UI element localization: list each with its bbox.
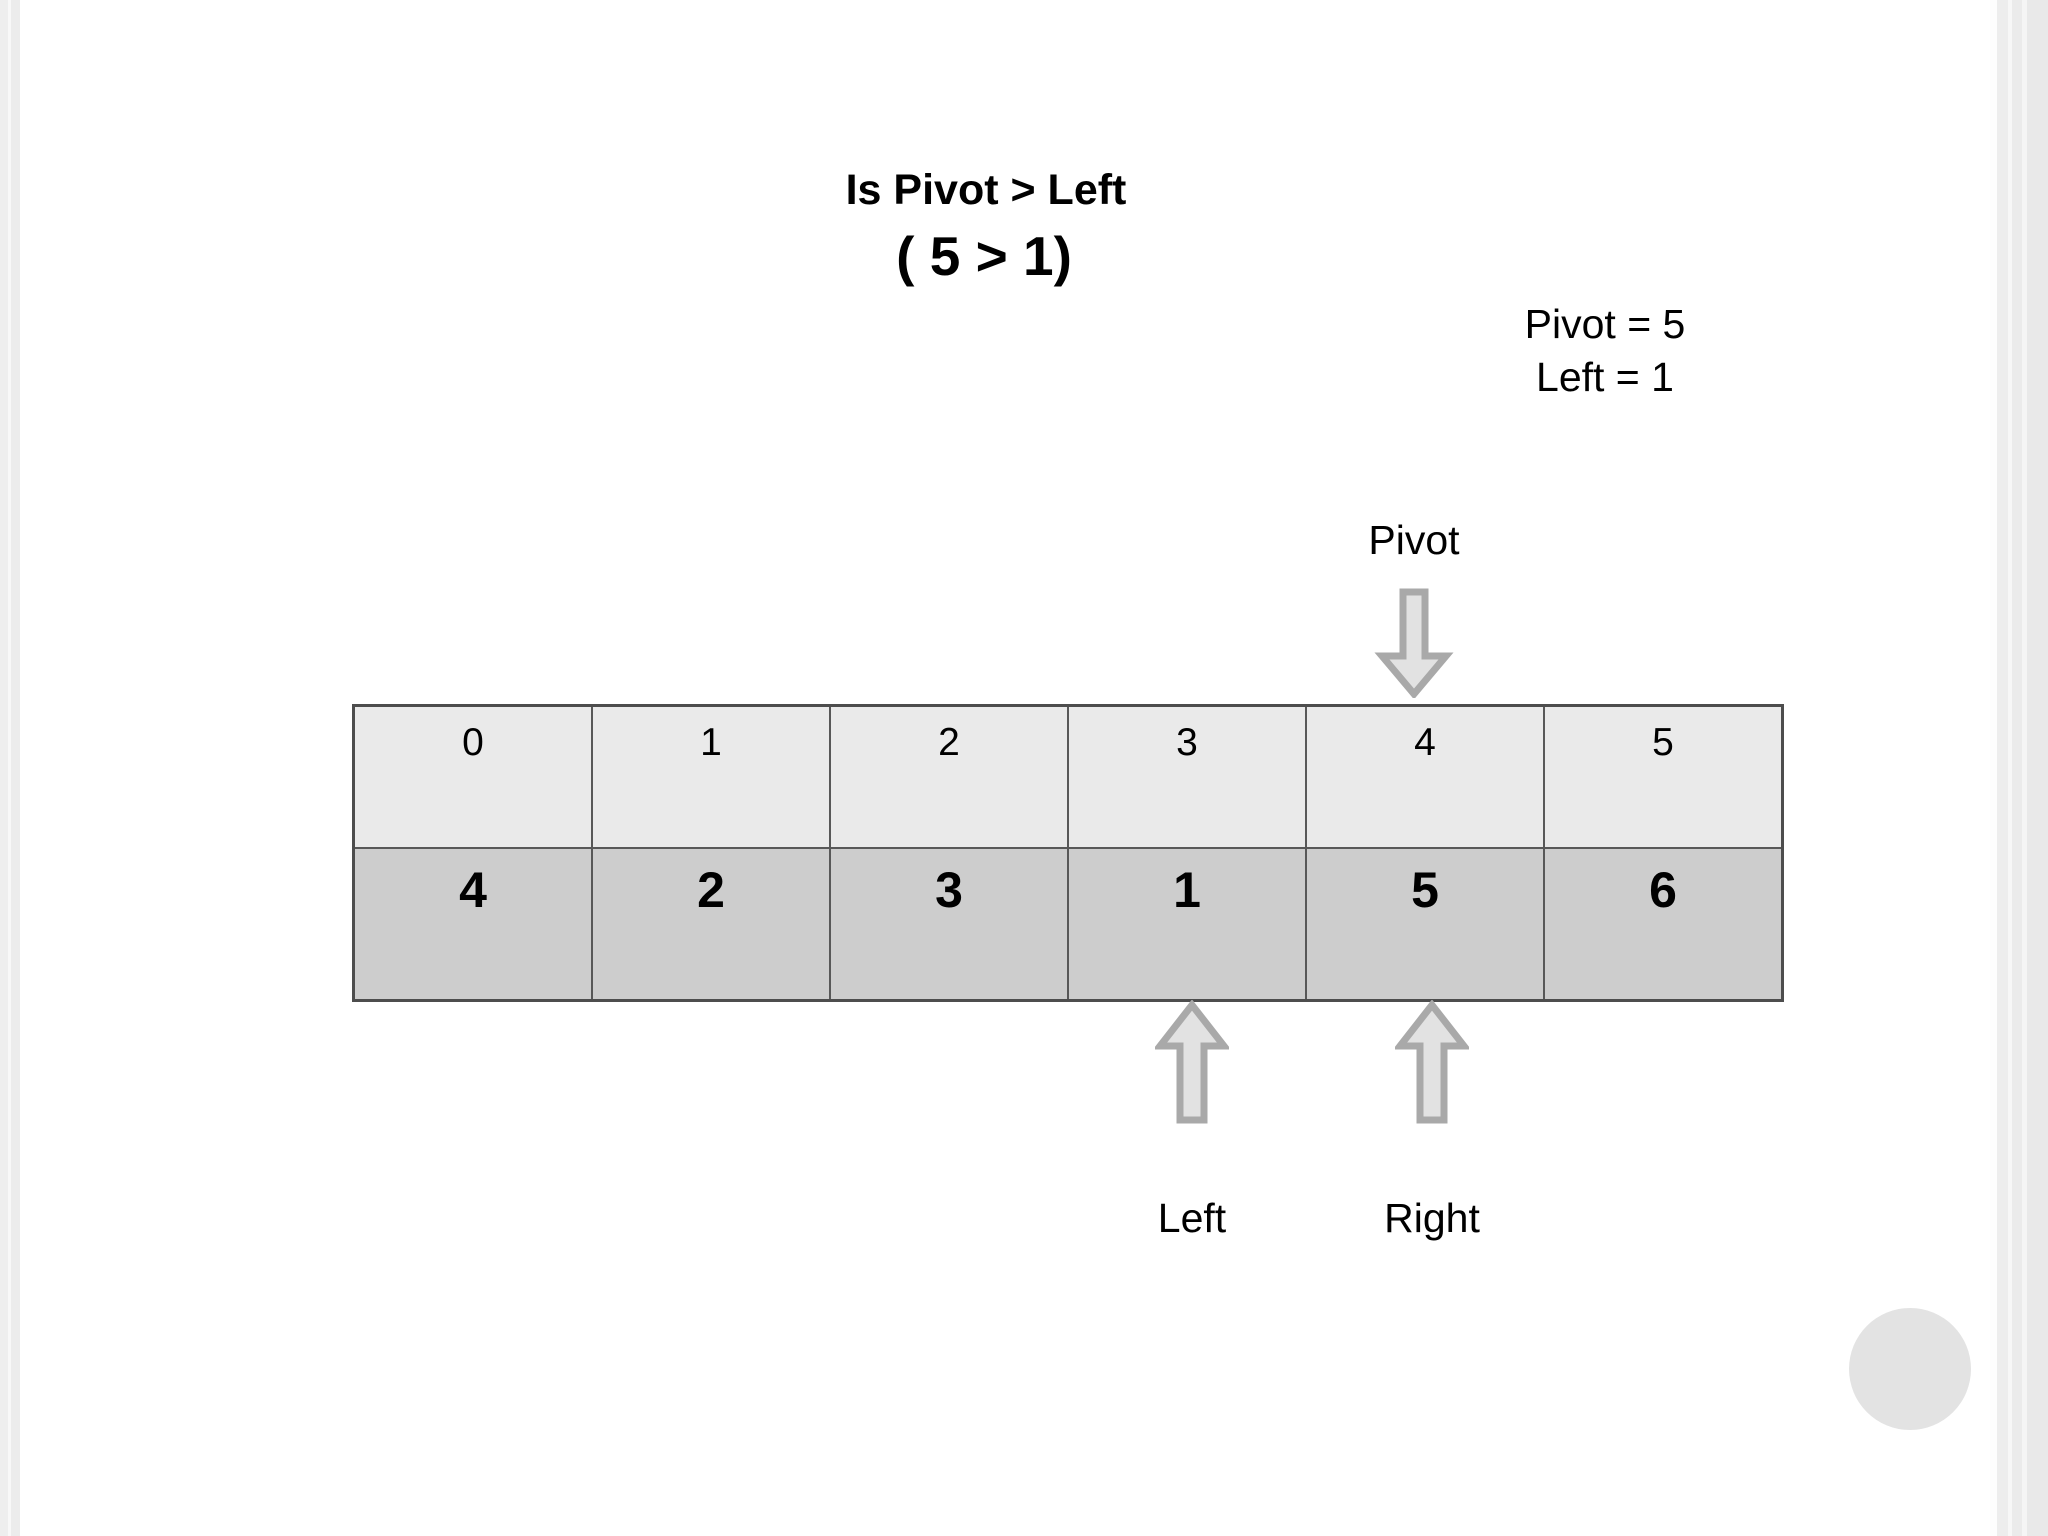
arrow-up-icon	[1155, 1000, 1229, 1124]
page-edge-left-inner	[11, 0, 20, 1536]
array-index-cell: 3	[1067, 704, 1307, 849]
page-edge-left-line	[8, 0, 11, 1536]
array-value-cell: 3	[829, 847, 1069, 1002]
page-edge-right-line2	[2022, 0, 2027, 1536]
page-edge-right-line	[2008, 0, 2012, 1536]
array-index-cell: 0	[352, 704, 593, 849]
page-subtitle: ( 5 > 1)	[896, 225, 1072, 288]
array-index-cell: 4	[1305, 704, 1545, 849]
arrow-up-icon	[1395, 1000, 1469, 1124]
scrollbar-gutter[interactable]	[2012, 0, 2022, 1536]
pivot-value-text: Pivot = 5	[1524, 301, 1686, 347]
array-index-cell: 2	[829, 704, 1069, 849]
page-edge-left-outer	[0, 0, 8, 1536]
page-title: Is Pivot > Left	[845, 166, 1127, 214]
left-marker: Left	[1062, 1000, 1322, 1250]
array-value-cell: 2	[591, 847, 831, 1002]
array-index-row: 0 1 2 3 4 5	[352, 704, 1784, 849]
array-value-cell: 6	[1543, 847, 1784, 1002]
scrollbar-track[interactable]	[1997, 0, 2008, 1536]
arrow-down-icon	[1374, 588, 1454, 698]
array-table: 0 1 2 3 4 5 4 2 3 1 5 6	[352, 704, 1784, 1002]
left-marker-label: Left	[1157, 1195, 1227, 1241]
corner-circle-decoration	[1849, 1308, 1971, 1430]
right-marker: Right	[1302, 1000, 1562, 1250]
pivot-marker: Pivot	[1284, 520, 1544, 710]
array-value-cell: 5	[1305, 847, 1545, 1002]
left-value-text: Left = 1	[1536, 354, 1674, 401]
title-block: Is Pivot > Left ( 5 > 1)	[0, 166, 1990, 288]
page-edge-right-white	[1990, 0, 1997, 1536]
right-marker-label: Right	[1384, 1195, 1480, 1241]
array-value-cell: 4	[352, 847, 593, 1002]
array-index-cell: 5	[1543, 704, 1784, 849]
array-index-cell: 1	[591, 704, 831, 849]
page-edge-right-outer	[2027, 0, 2048, 1536]
pivot-marker-label: Pivot	[1368, 517, 1460, 563]
array-value-row: 4 2 3 1 5 6	[352, 847, 1784, 1002]
variable-readout: Pivot = 5 Left = 1	[1440, 298, 1770, 405]
array-value-cell: 1	[1067, 847, 1307, 1002]
page-edge-left-white	[20, 0, 26, 1536]
